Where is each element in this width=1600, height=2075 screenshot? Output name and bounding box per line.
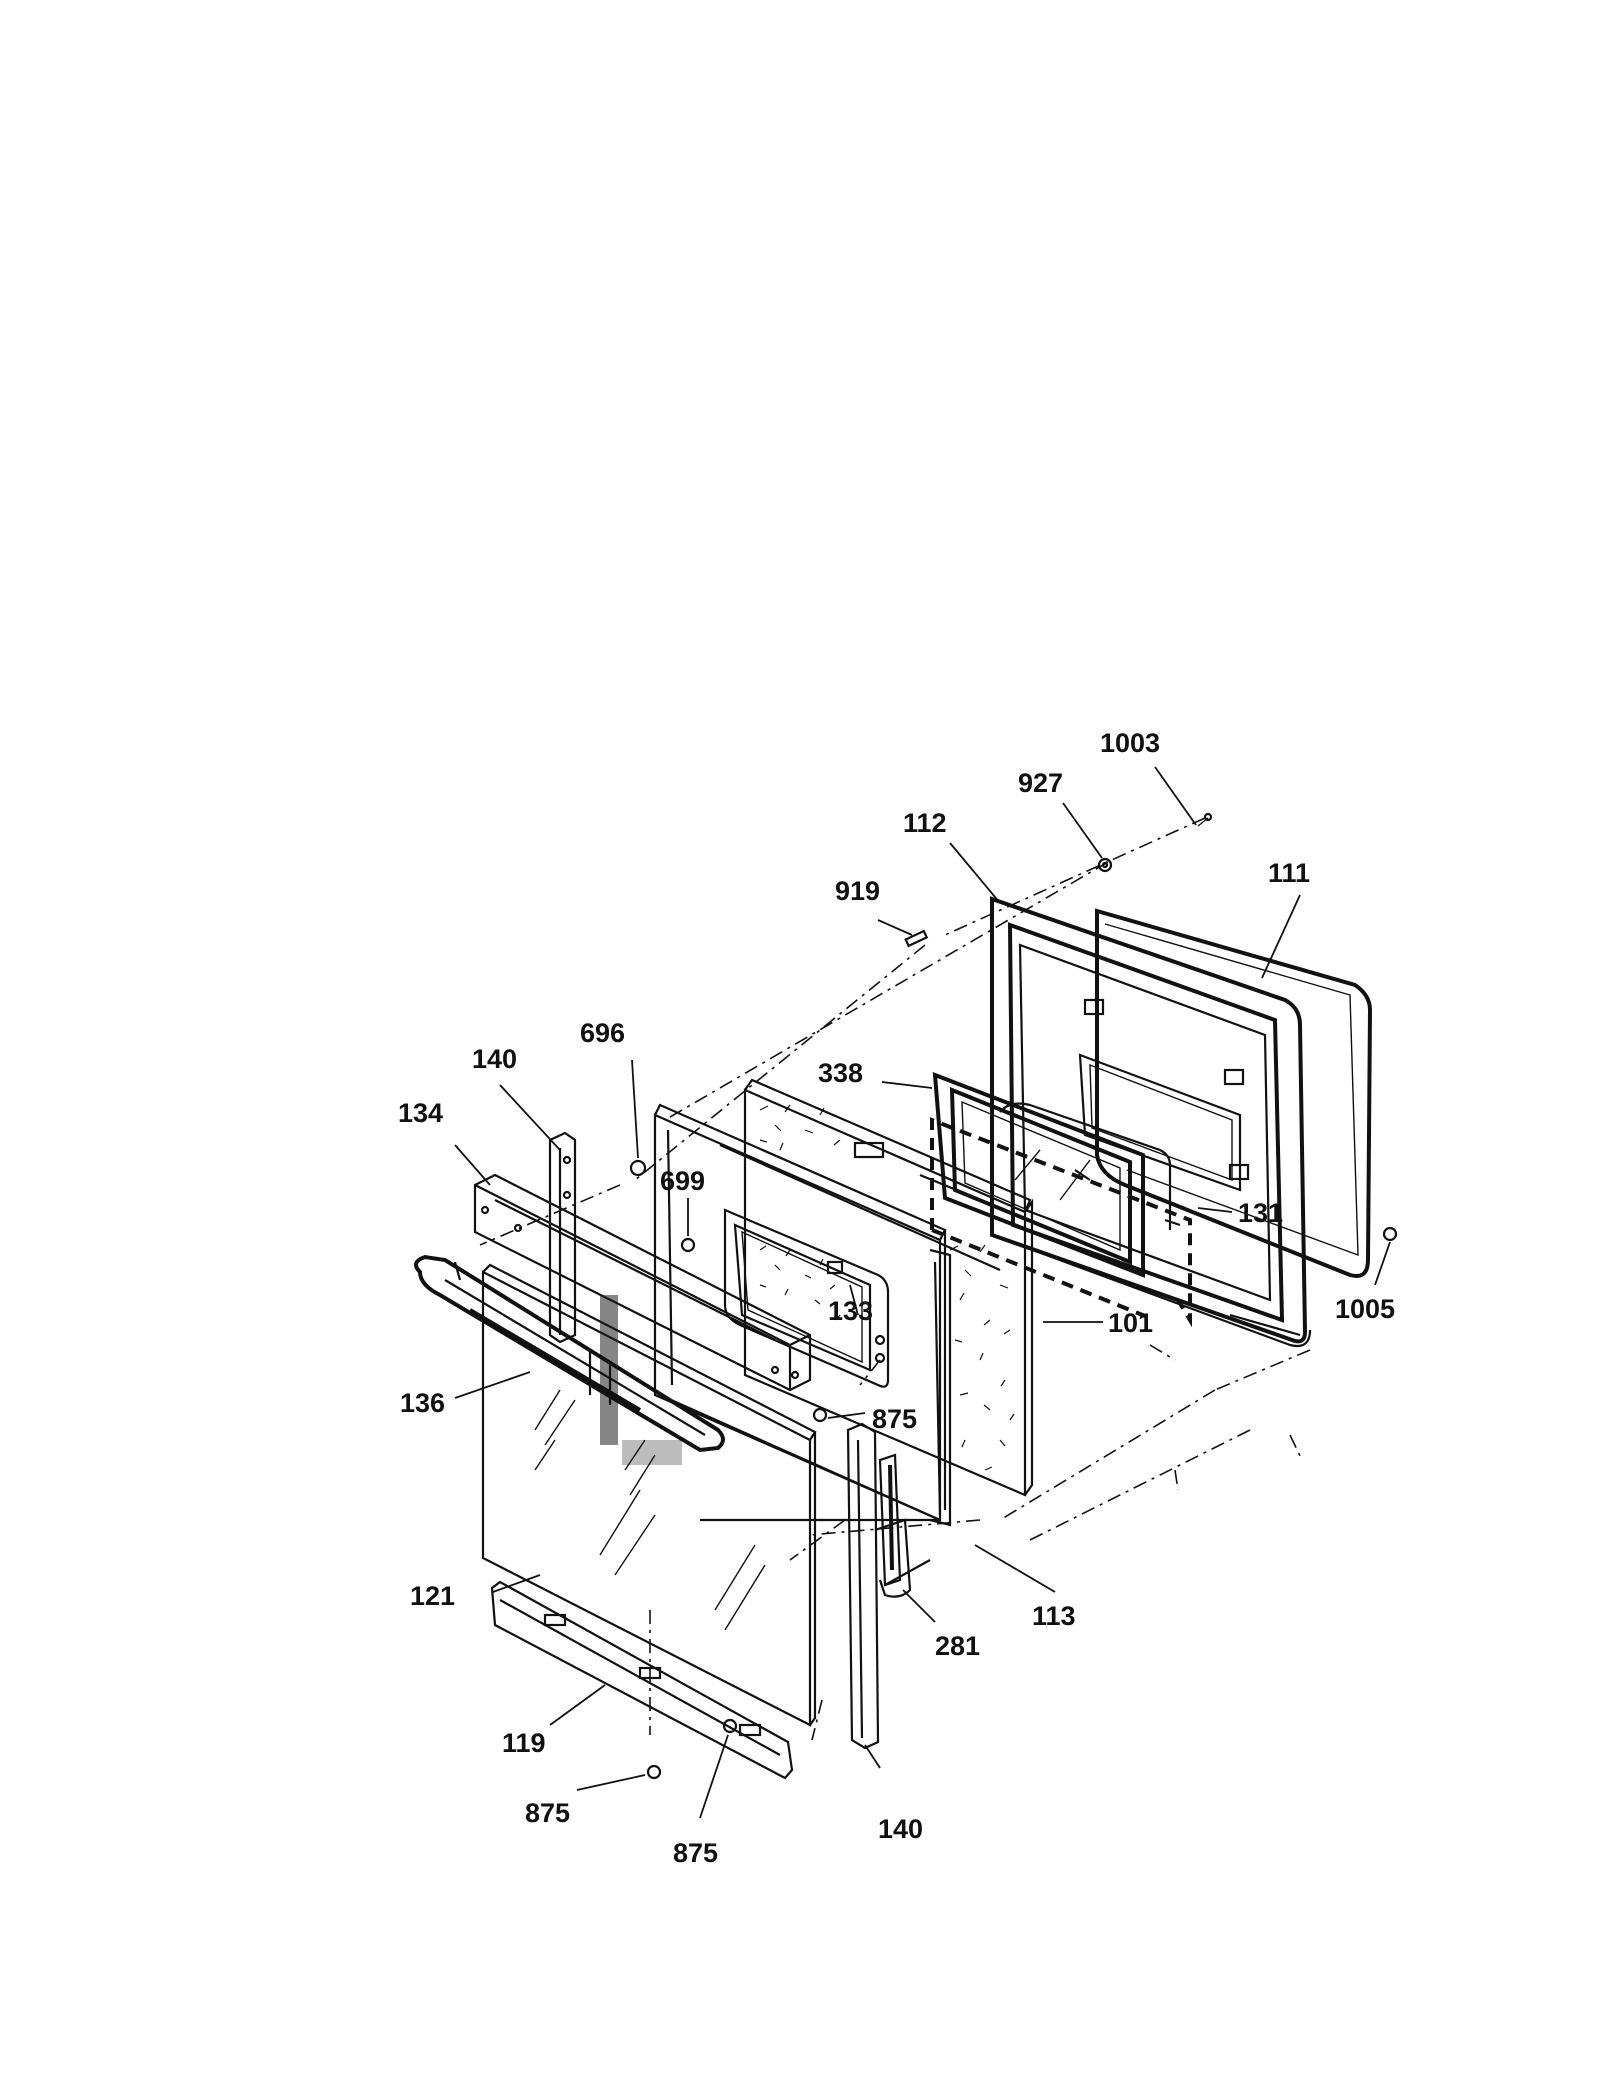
label-140-top: 140 [472,1044,517,1074]
screw-875-c [722,1718,738,1734]
label-875-bottom: 875 [673,1838,718,1868]
screw-875-b [646,1764,662,1780]
screw-699 [680,1237,696,1253]
inner-frame-part [990,896,1312,1348]
hinge-281-part [874,1453,931,1598]
door-handle-136-part [414,1254,725,1453]
part-labels: 1003 927 112 111 919 696 140 134 338 699… [398,728,1395,1868]
label-875-mid: 875 [872,1404,917,1434]
label-140-bottom: 140 [878,1814,923,1844]
label-111: 111 [1268,858,1310,888]
label-119: 119 [502,1728,546,1758]
label-121: 121 [410,1581,455,1611]
label-1005: 1005 [1335,1294,1395,1324]
insulation-speckle [759,1104,1015,1471]
label-696: 696 [580,1018,625,1048]
label-136: 136 [400,1388,445,1418]
inner-window-133-part [723,1208,890,1388]
screw-1005 [1382,1226,1398,1242]
label-875-left: 875 [525,1798,570,1828]
pin-919 [904,929,929,948]
label-101: 101 [1108,1308,1153,1338]
washer-927 [1097,857,1113,873]
label-1003: 1003 [1100,728,1160,758]
side-trim-140-right-part [846,1422,880,1750]
label-112: 112 [903,808,947,838]
label-133: 133 [828,1296,873,1326]
label-131: 131 [1238,1198,1283,1228]
screw-696 [629,1159,647,1177]
label-927: 927 [1018,768,1063,798]
screw-875-a [812,1407,828,1423]
gasket-338-part [930,1117,1192,1328]
side-trim-140-left-part [548,1131,577,1344]
construction-lines [479,817,1311,1741]
label-338: 338 [818,1058,863,1088]
outer-liner-part [1074,908,1373,1278]
window-pack-131-part [932,1071,1181,1278]
label-699: 699 [660,1166,705,1196]
label-113: 113 [1032,1601,1076,1631]
leader-lines [454,766,1391,1819]
door-panel-113-part [653,1103,1001,1527]
vent-trim-134-part [473,1173,812,1392]
label-134: 134 [398,1098,443,1128]
bottom-trim-119-part [490,1580,794,1780]
label-919: 919 [835,876,880,906]
fasteners [629,812,1398,1780]
label-281: 281 [935,1631,980,1661]
